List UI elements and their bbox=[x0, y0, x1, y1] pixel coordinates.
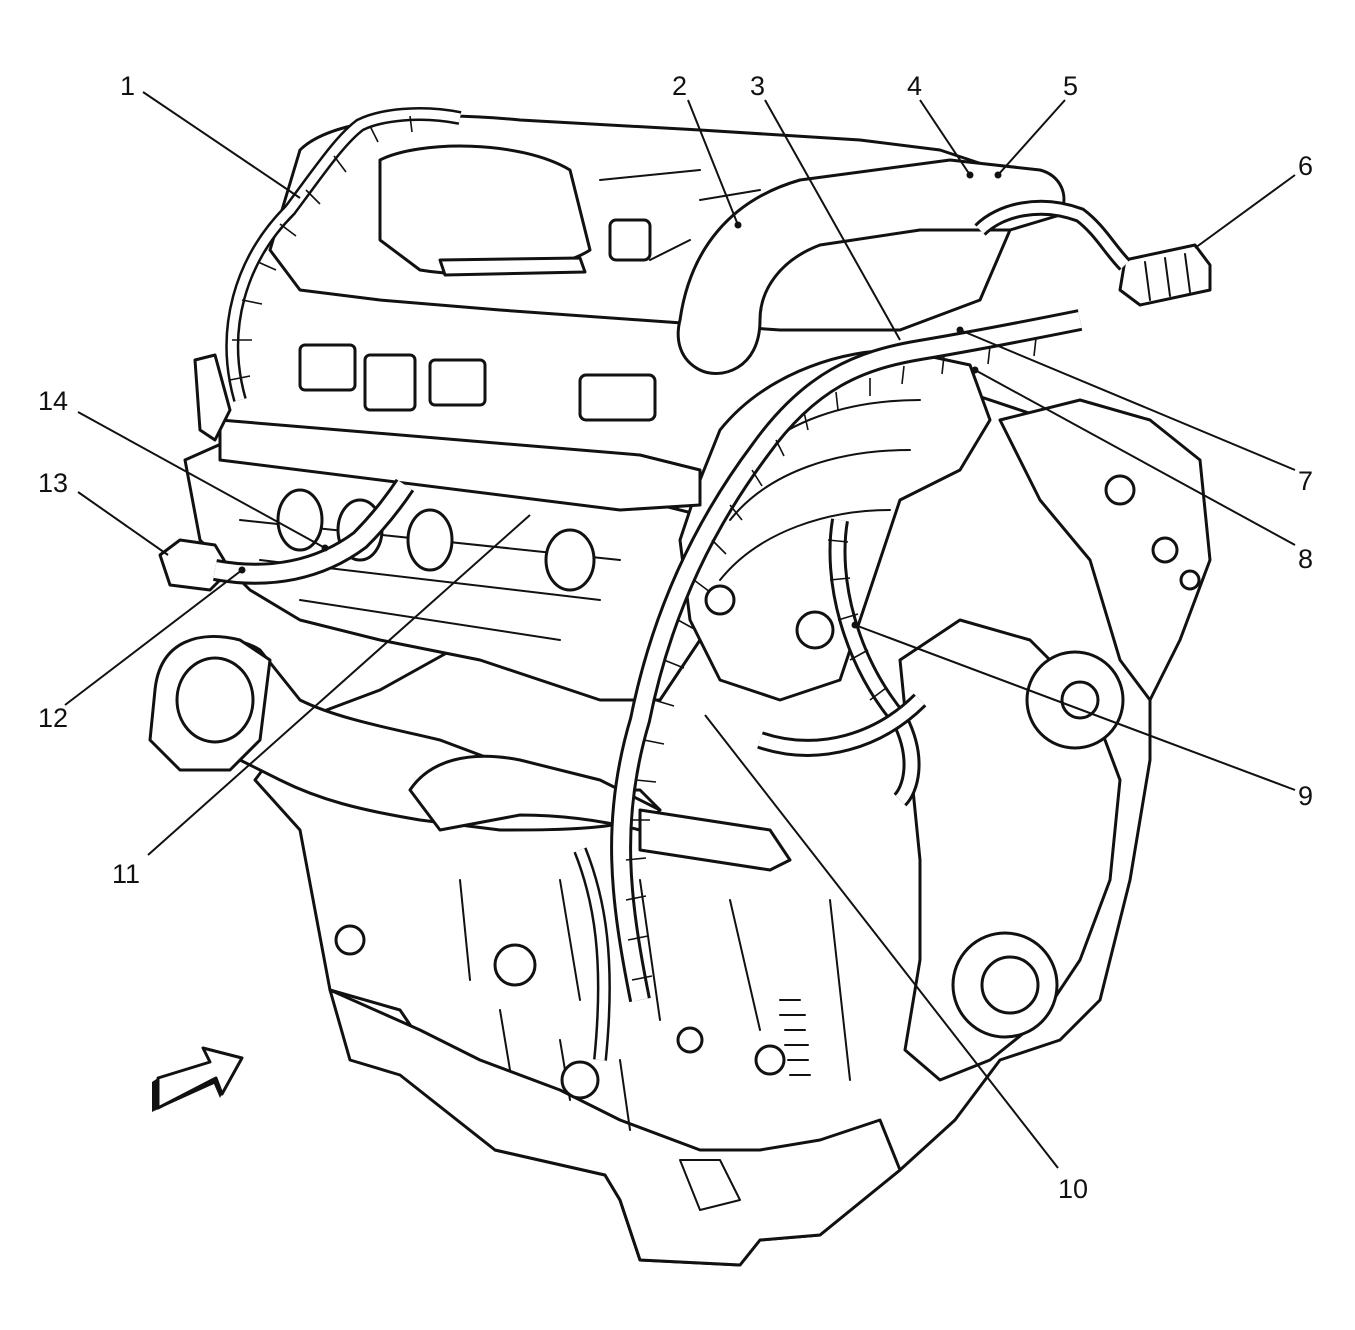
exhaust-crossover bbox=[408, 754, 662, 832]
harness-main-trunk bbox=[613, 312, 1082, 1002]
harness-lower-drop bbox=[575, 848, 609, 1061]
bracket-bolt-1 bbox=[1104, 474, 1136, 506]
callout-2: 2 bbox=[672, 71, 687, 101]
callout-4: 4 bbox=[907, 71, 922, 101]
block-plug-3 bbox=[754, 1044, 786, 1076]
dot-4 bbox=[966, 171, 974, 179]
plenum-cover bbox=[378, 144, 592, 276]
harness-branch-tape bbox=[229, 115, 887, 701]
vent-slots bbox=[779, 999, 811, 1076]
head-bore-1 bbox=[276, 488, 324, 552]
sensor-mount bbox=[638, 808, 792, 872]
callout-11: 11 bbox=[112, 859, 140, 889]
block-plug-5 bbox=[334, 924, 366, 956]
harness-left-loop-inner bbox=[227, 109, 461, 402]
leader-7 bbox=[959, 329, 1296, 471]
callout-3: 3 bbox=[750, 71, 765, 101]
ignition-coil-4 bbox=[578, 373, 657, 422]
plenum-badge bbox=[438, 256, 587, 277]
callout-7: 7 bbox=[1298, 466, 1313, 496]
ignition-coil-3 bbox=[428, 358, 487, 407]
right-connector bbox=[1118, 243, 1212, 307]
leader-2 bbox=[687, 99, 739, 226]
leader-5 bbox=[997, 99, 1066, 176]
right-connector-ribs bbox=[1144, 253, 1191, 301]
bracket-bolt-2 bbox=[1151, 536, 1179, 564]
head-bore-3 bbox=[406, 508, 454, 572]
leader-8 bbox=[974, 369, 1296, 546]
harness-top-right bbox=[976, 202, 1129, 269]
leader-12 bbox=[64, 569, 243, 706]
leader-11 bbox=[147, 514, 531, 856]
leader-10 bbox=[704, 714, 1059, 1169]
callout-14: 14 bbox=[38, 386, 68, 416]
front-direction-arrow-icon bbox=[152, 1046, 244, 1112]
crank-hub bbox=[980, 955, 1040, 1015]
engine-illustration bbox=[148, 114, 1212, 1267]
dot-5 bbox=[994, 171, 1002, 179]
harness-branch-9 bbox=[831, 519, 918, 805]
leader-3 bbox=[764, 99, 901, 341]
callout-9: 9 bbox=[1298, 781, 1313, 811]
oil-pan-rib bbox=[679, 1159, 741, 1211]
dot-7 bbox=[956, 326, 964, 334]
leader-13 bbox=[77, 491, 169, 556]
leader-9 bbox=[854, 624, 1296, 791]
callout-13: 13 bbox=[38, 468, 68, 498]
callout-10: 10 bbox=[1058, 1174, 1088, 1204]
dot-8 bbox=[971, 366, 979, 374]
harness-branch-12 bbox=[213, 480, 412, 582]
callout-12: 12 bbox=[38, 703, 68, 733]
block-ribs bbox=[459, 879, 851, 1081]
bracket-bolt-3 bbox=[1179, 569, 1201, 591]
coil-cover-rail bbox=[218, 418, 702, 512]
leader-4 bbox=[919, 99, 971, 176]
harness-branch-10 bbox=[758, 695, 925, 754]
leader-6 bbox=[1194, 174, 1296, 249]
harness-tape-wraps bbox=[625, 337, 1037, 981]
dot-14 bbox=[321, 544, 329, 552]
plenum-detail bbox=[599, 169, 761, 261]
ignition-coil-1 bbox=[298, 343, 357, 392]
dot-2 bbox=[734, 221, 742, 229]
dot-9 bbox=[851, 621, 859, 629]
leader-1 bbox=[142, 91, 301, 199]
head-bore-4 bbox=[544, 528, 596, 592]
plenum-boss bbox=[608, 218, 652, 262]
intake-tube bbox=[676, 158, 1066, 375]
callout-6: 6 bbox=[1298, 151, 1313, 181]
right-head-bolt-2 bbox=[704, 584, 736, 616]
leader-14 bbox=[77, 411, 326, 549]
wiring-harness bbox=[213, 107, 1131, 1061]
callout-8: 8 bbox=[1298, 544, 1313, 574]
block-plug-2 bbox=[560, 1060, 600, 1100]
dot-12 bbox=[238, 566, 246, 574]
left-rail-fitting bbox=[193, 353, 232, 442]
block-plug-4 bbox=[676, 1026, 704, 1054]
callout-layer: 1 2 3 4 5 6 7 8 9 10 11 12 13 14 bbox=[38, 71, 1313, 1204]
exhaust-outlet bbox=[175, 656, 255, 744]
accessory-bracket bbox=[998, 398, 1212, 702]
ignition-coil-2 bbox=[363, 353, 417, 412]
callout-5: 5 bbox=[1063, 71, 1078, 101]
idler-pulley-hub bbox=[1060, 680, 1100, 720]
right-head-bolt-1 bbox=[795, 610, 835, 650]
block-plug-1 bbox=[493, 943, 537, 987]
callout-1: 1 bbox=[120, 71, 135, 101]
